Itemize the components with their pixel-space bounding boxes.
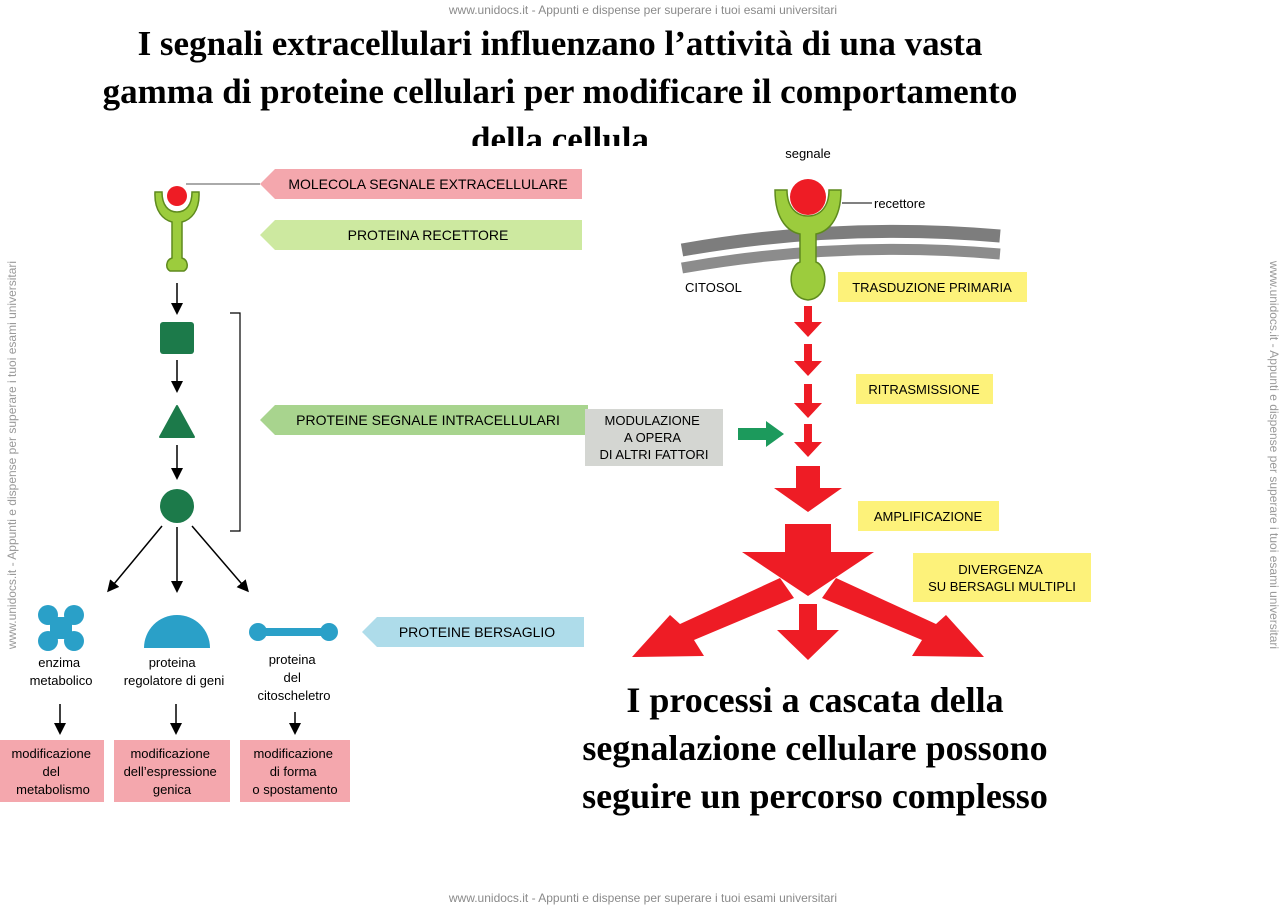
title-line-2: gamma di proteine cellulari per modifica…: [102, 72, 1018, 111]
target-name-cytoskeleton: proteina del citoscheletro: [258, 652, 331, 703]
subtitle-line-1: I processi a cascata della: [626, 680, 1004, 720]
effect-box-metabolism: [0, 740, 104, 802]
label-segnale: segnale: [785, 146, 831, 161]
enzyme-icon: [38, 605, 84, 651]
subtitle-line-2: segnalazione cellulare possono: [582, 728, 1048, 768]
label-recettore-text: PROTEINA RECETTORE: [348, 227, 509, 243]
cytoskeleton-icon: [249, 623, 338, 641]
watermark-top: www.unidocs.it - Appunti e dispense per …: [448, 3, 838, 17]
divergence-arrow-right: [822, 578, 984, 657]
effect-box-shape: [240, 740, 350, 802]
box-ritrasmissione: [856, 374, 993, 404]
watermark-bottom: www.unidocs.it - Appunti e dispense per …: [448, 891, 838, 905]
label-modulazione: MODULAZIONE A OPERA DI ALTRI FATTORI: [599, 413, 708, 462]
circle-protein-icon: [160, 489, 194, 523]
label-proteine-bersaglio: PROTEINE BERSAGLIO: [362, 617, 584, 647]
label-bersaglio-text: PROTEINE BERSAGLIO: [399, 624, 555, 640]
title-container: I segnali extracellulari influenzano l’a…: [0, 0, 1100, 146]
label-molecola-segnale: MOLECOLA SEGNALE EXTRACELLULARE: [260, 169, 582, 199]
target-name-gene-regulator: proteina regolatore di geni: [124, 655, 225, 688]
triangle-protein-icon: [159, 405, 195, 438]
label-trasduzione: TRASDUZIONE PRIMARIA: [852, 280, 1012, 295]
signal-icon-right: [790, 179, 826, 215]
box-modulazione: [585, 409, 723, 466]
effect-text-metabolism: modificazione del metabolismo: [11, 746, 94, 797]
label-molecola-text: MOLECOLA SEGNALE EXTRACELLULARE: [288, 176, 567, 192]
box-trasduzione: [838, 272, 1027, 302]
cascade-arrow-2: [794, 344, 822, 376]
divergence-arrow-left: [632, 578, 794, 657]
arrow-branch-right: [191, 525, 249, 593]
cascade-arrow-1: [794, 306, 822, 337]
cascade-arrows: [632, 306, 984, 660]
title-line-3: della cellula: [471, 120, 649, 146]
label-divergenza: DIVERGENZA SU BERSAGLI MULTIPLI: [928, 562, 1076, 594]
label-ritrasmissione: RITRASMISSIONE: [868, 382, 980, 397]
cascade-arrow-3: [794, 384, 822, 418]
divergence-arrow-middle: [777, 604, 839, 660]
cascade-arrow-4: [794, 424, 822, 457]
label-intracellulari-text: PROTEINE SEGNALE INTRACELLULARI: [296, 412, 560, 428]
page-subtitle: I processi a cascata della segnalazione …: [540, 676, 1090, 820]
label-proteine-intracellulari: PROTEINE SEGNALE INTRACELLULARI: [260, 405, 588, 435]
effect-text-gene-expression: modificazione dell’espressione genica: [124, 746, 221, 797]
label-citosol: CITOSOL: [685, 280, 742, 295]
label-amplificazione: AMPLIFICAZIONE: [874, 509, 983, 524]
effect-box-gene-expression: [114, 740, 230, 802]
label-recettore-right: recettore: [874, 196, 925, 211]
modulation-arrow-icon: [738, 421, 784, 447]
receptor-shape: [154, 191, 200, 272]
bracket: [230, 312, 241, 532]
gene-regulator-icon: [144, 615, 210, 648]
subtitle-line-3: seguire un percorso complesso: [582, 776, 1048, 816]
label-proteina-recettore: PROTEINA RECETTORE: [260, 220, 582, 250]
divergence-arrow-big: [742, 524, 874, 596]
arrow-branch-left: [107, 525, 163, 593]
effect-text-shape: modificazione di forma o spostamento: [252, 746, 337, 797]
box-divergenza: [913, 553, 1091, 602]
title-line-1: I segnali extracellulari influenzano l’a…: [137, 24, 983, 63]
cell-membrane: [680, 224, 1001, 274]
box-amplificazione: [858, 501, 999, 531]
signal-molecule-icon: [167, 186, 187, 206]
square-protein-icon: [160, 322, 194, 354]
target-name-enzyme: enzima metabolico: [30, 655, 93, 688]
page-title: I segnali extracellulari influenzano l’a…: [20, 20, 1100, 146]
amplification-arrow: [774, 466, 842, 512]
receptor-right-shape: [774, 189, 842, 301]
